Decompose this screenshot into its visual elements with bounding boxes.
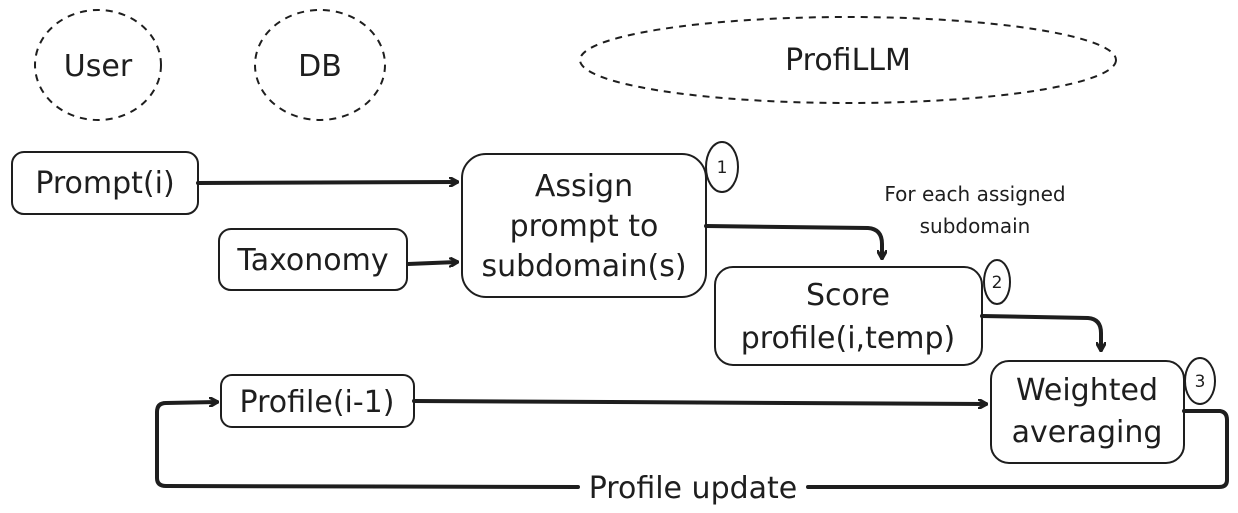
annotation-for-each-line-2: subdomain <box>920 214 1031 238</box>
edge-profile-prev-to-weighted <box>412 401 986 404</box>
step-badge-3-label: 3 <box>1195 372 1206 392</box>
node-assign: Assign prompt to subdomain(s) <box>461 153 707 298</box>
step-badge-1: 1 <box>705 141 739 193</box>
edge-taxonomy-to-assign <box>406 262 457 264</box>
legend-db: DB <box>254 9 386 121</box>
legend-user-label: User <box>64 49 133 84</box>
node-weighted: Weighted averaging <box>990 360 1185 464</box>
node-profile-prev: Profile(i-1) <box>220 374 415 428</box>
legend-profillm-label: ProfiLLM <box>785 43 911 78</box>
node-assign-line-2: prompt to <box>510 209 659 244</box>
node-taxonomy-label: Taxonomy <box>236 243 388 278</box>
legend-profillm: ProfiLLM <box>579 16 1117 104</box>
step-badge-1-label: 1 <box>717 158 728 178</box>
node-prompt: Prompt(i) <box>11 151 199 215</box>
node-score-line-1: Score <box>806 278 890 313</box>
node-weighted-line-1: Weighted <box>1016 373 1158 408</box>
node-assign-line-3: subdomain(s) <box>481 249 686 284</box>
node-score-line-2: profile(i,temp) <box>741 321 956 356</box>
node-score: Score profile(i,temp) <box>714 266 983 366</box>
node-assign-line-1: Assign <box>535 169 633 204</box>
node-weighted-line-2: averaging <box>1012 415 1163 450</box>
edge-profile-update-loop <box>155 402 1229 489</box>
step-badge-3: 3 <box>1184 357 1216 405</box>
node-profile-prev-label: Profile(i-1) <box>240 385 395 420</box>
edge-prompt-to-assign <box>196 182 457 183</box>
annotation-profile-update: Profile update <box>589 471 798 506</box>
step-badge-2: 2 <box>983 259 1011 305</box>
edge-assign-to-score <box>704 224 882 260</box>
edge-score-to-weighted <box>980 314 1101 352</box>
legend-user: User <box>34 9 162 121</box>
legend-db-label: DB <box>298 49 342 84</box>
step-badge-2-label: 2 <box>992 273 1003 293</box>
node-prompt-label: Prompt(i) <box>35 166 174 201</box>
node-taxonomy: Taxonomy <box>218 228 408 291</box>
annotation-for-each-line-1: For each assigned <box>884 182 1065 206</box>
